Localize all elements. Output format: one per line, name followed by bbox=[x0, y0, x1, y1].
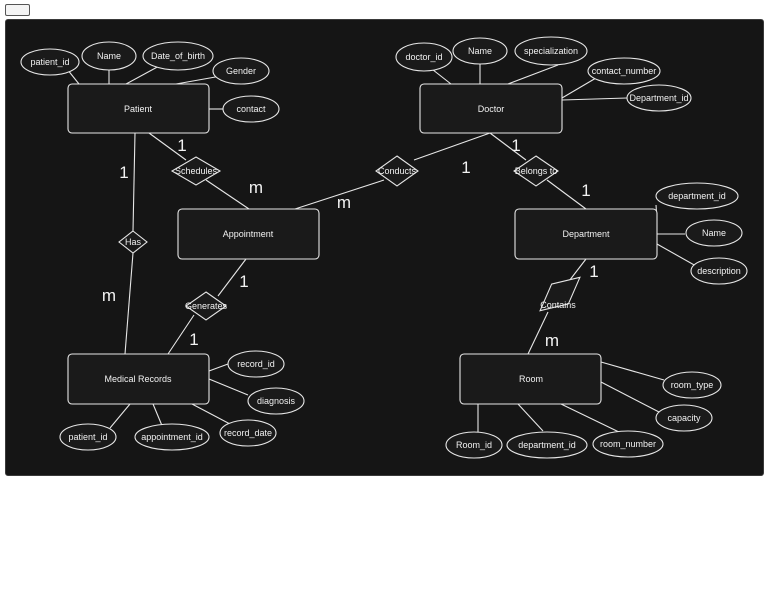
rel-schedules[interactable]: Schedules bbox=[170, 156, 222, 186]
entity-appointment[interactable]: Appointment bbox=[177, 208, 320, 260]
card-generates-appointment: 1 bbox=[239, 272, 248, 291]
svg-text:Has: Has bbox=[125, 237, 142, 247]
svg-text:department_id: department_id bbox=[518, 440, 576, 450]
attr-patient-id[interactable]: patient_id bbox=[20, 48, 80, 76]
entity-medical-records[interactable]: Medical Records bbox=[67, 353, 210, 405]
toolbar-button[interactable] bbox=[5, 4, 30, 16]
rel-generates[interactable]: Generates bbox=[185, 291, 228, 321]
card-has-records: m bbox=[102, 286, 116, 305]
card-belongs-department: 1 bbox=[581, 181, 590, 200]
attr-date-of-birth[interactable]: Date_of_birth bbox=[142, 41, 214, 71]
attr-capacity[interactable]: capacity bbox=[655, 404, 713, 432]
attr-appointment-id[interactable]: appointment_id bbox=[134, 423, 210, 451]
attr-description[interactable]: description bbox=[690, 257, 748, 285]
diagram-canvas: Patient Doctor Appointment Department Me… bbox=[5, 19, 764, 476]
svg-text:Contains: Contains bbox=[540, 300, 576, 310]
attr-contact[interactable]: contact bbox=[222, 95, 280, 123]
attr-record-date[interactable]: record_date bbox=[219, 419, 277, 447]
entity-label: Patient bbox=[124, 104, 153, 114]
svg-text:specialization: specialization bbox=[524, 46, 578, 56]
svg-text:contact_number: contact_number bbox=[592, 66, 657, 76]
entity-label: Department bbox=[562, 229, 610, 239]
card-schedules-patient: 1 bbox=[177, 136, 186, 155]
entity-label: Appointment bbox=[223, 229, 274, 239]
attr-specialization[interactable]: specialization bbox=[514, 36, 588, 66]
rel-has[interactable]: Has bbox=[118, 230, 148, 254]
svg-text:room_number: room_number bbox=[600, 439, 656, 449]
svg-text:appointment_id: appointment_id bbox=[141, 432, 203, 442]
entity-label: Medical Records bbox=[104, 374, 172, 384]
svg-text:room_type: room_type bbox=[671, 380, 714, 390]
attr-doctor-department-id[interactable]: Department_id bbox=[626, 84, 692, 112]
card-belongs-doctor: 1 bbox=[511, 136, 520, 155]
card-conducts-appointment: m bbox=[337, 193, 351, 212]
attr-department-name[interactable]: Name bbox=[685, 219, 743, 247]
svg-text:record_date: record_date bbox=[224, 428, 272, 438]
entity-department[interactable]: Department bbox=[514, 208, 658, 260]
svg-text:Generates: Generates bbox=[185, 301, 228, 311]
attr-record-patient-id[interactable]: patient_id bbox=[59, 423, 117, 451]
attr-room-id[interactable]: Room_id bbox=[445, 431, 503, 459]
attr-department-id[interactable]: department_id bbox=[655, 182, 739, 210]
card-contains-department: 1 bbox=[589, 262, 598, 281]
entity-label: Room bbox=[519, 374, 543, 384]
attr-diagnosis[interactable]: diagnosis bbox=[247, 387, 305, 415]
svg-text:Gender: Gender bbox=[226, 66, 256, 76]
svg-text:doctor_id: doctor_id bbox=[405, 52, 442, 62]
svg-text:Name: Name bbox=[97, 51, 121, 61]
card-has-patient: 1 bbox=[119, 163, 128, 182]
svg-text:patient_id: patient_id bbox=[30, 57, 69, 67]
attr-room-department-id[interactable]: department_id bbox=[506, 431, 588, 459]
svg-text:Name: Name bbox=[468, 46, 492, 56]
svg-text:patient_id: patient_id bbox=[68, 432, 107, 442]
svg-text:Belongs to: Belongs to bbox=[515, 166, 558, 176]
entity-patient[interactable]: Patient bbox=[67, 83, 210, 134]
svg-text:department_id: department_id bbox=[668, 191, 726, 201]
card-conducts-doctor: 1 bbox=[461, 158, 470, 177]
entity-room[interactable]: Room bbox=[459, 353, 602, 405]
attr-contact-number[interactable]: contact_number bbox=[587, 57, 661, 85]
rel-contains[interactable]: Contains bbox=[532, 267, 589, 320]
attr-gender[interactable]: Gender bbox=[212, 57, 270, 85]
entity-doctor[interactable]: Doctor bbox=[419, 83, 563, 134]
card-contains-room: m bbox=[545, 331, 559, 350]
svg-text:diagnosis: diagnosis bbox=[257, 396, 296, 406]
svg-text:Department_id: Department_id bbox=[629, 93, 688, 103]
svg-text:description: description bbox=[697, 266, 741, 276]
attr-doctor-name[interactable]: Name bbox=[452, 37, 508, 65]
svg-text:record_id: record_id bbox=[237, 359, 275, 369]
attr-doctor-id[interactable]: doctor_id bbox=[395, 42, 453, 72]
attr-patient-name[interactable]: Name bbox=[81, 41, 137, 71]
svg-text:Room_id: Room_id bbox=[456, 440, 492, 450]
card-schedules-appointment: m bbox=[249, 178, 263, 197]
attr-record-id[interactable]: record_id bbox=[227, 350, 285, 378]
svg-text:Conducts: Conducts bbox=[378, 166, 417, 176]
svg-text:contact: contact bbox=[236, 104, 266, 114]
er-diagram: Patient Doctor Appointment Department Me… bbox=[20, 36, 748, 459]
svg-text:capacity: capacity bbox=[667, 413, 701, 423]
svg-text:Date_of_birth: Date_of_birth bbox=[151, 51, 205, 61]
attr-room-type[interactable]: room_type bbox=[662, 371, 722, 399]
entity-label: Doctor bbox=[478, 104, 505, 114]
card-generates-records: 1 bbox=[189, 330, 198, 349]
cardinality-labels: 1 m 1 m 1 1 1 m 1 1 1 m bbox=[102, 136, 599, 350]
rel-conducts[interactable]: Conducts bbox=[375, 155, 419, 187]
svg-text:Name: Name bbox=[702, 228, 726, 238]
attr-room-number[interactable]: room_number bbox=[592, 430, 664, 458]
svg-text:Schedules: Schedules bbox=[175, 166, 218, 176]
rel-belongs-to[interactable]: Belongs to bbox=[513, 155, 559, 187]
